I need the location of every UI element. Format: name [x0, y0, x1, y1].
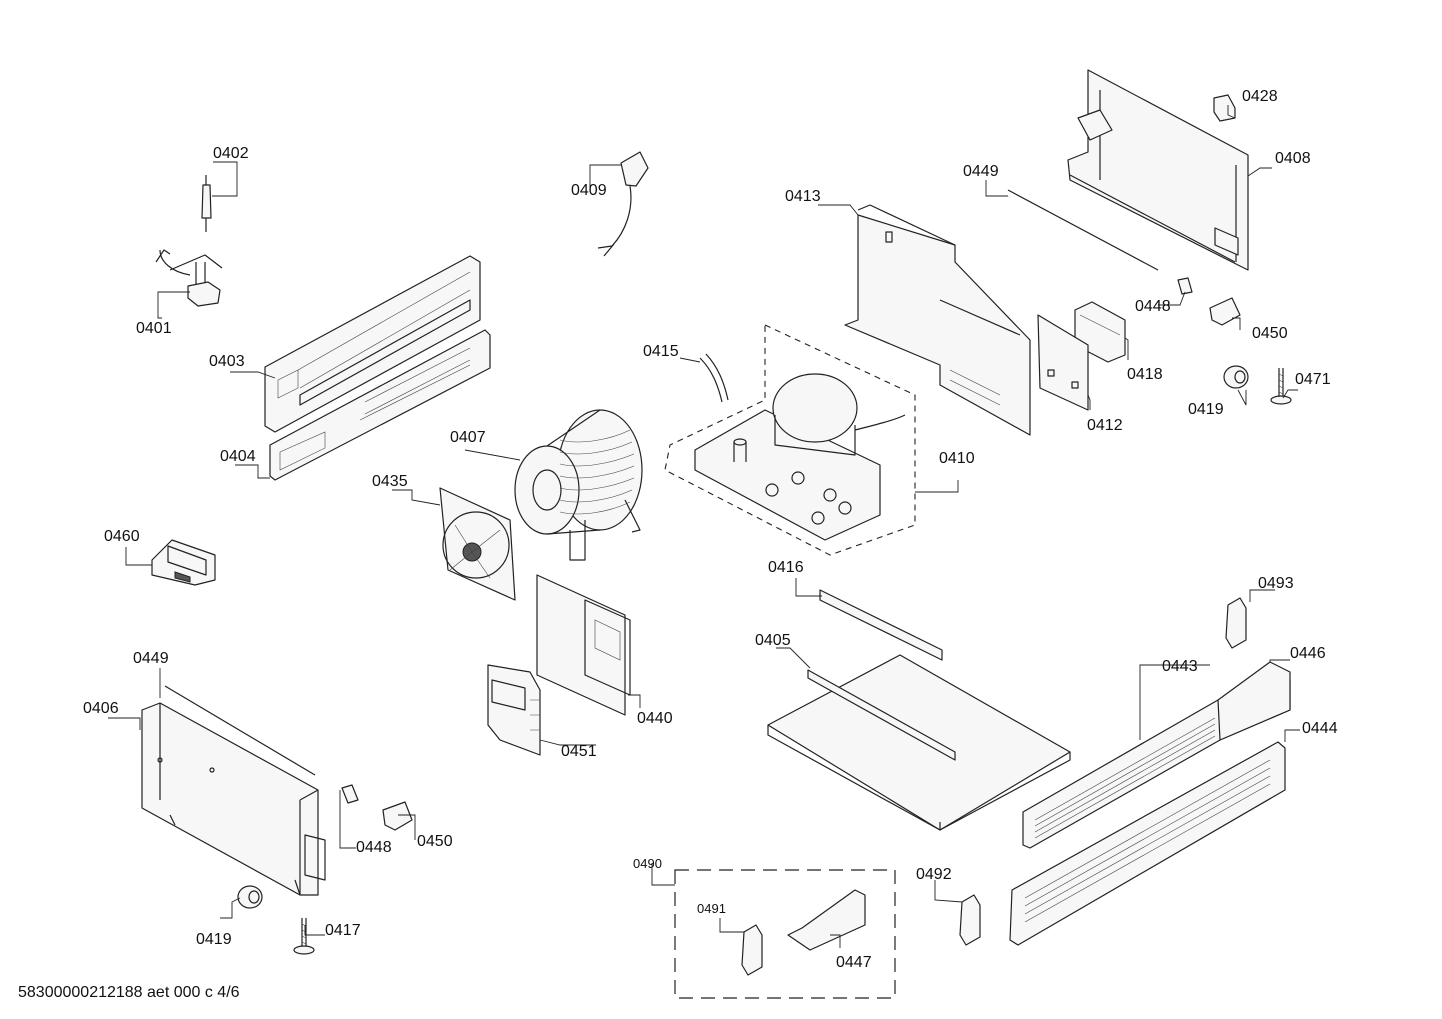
- label-0417: 0417: [325, 922, 361, 939]
- label-0448-left: 0448: [356, 839, 392, 856]
- part-0403-rear-panel: [264, 255, 481, 433]
- label-0443: 0443: [1162, 658, 1198, 675]
- part-0401-connector: [155, 249, 223, 307]
- part-0412-board: [1037, 314, 1089, 411]
- part-0450-clip-top: [1209, 297, 1241, 326]
- label-0404: 0404: [220, 448, 256, 465]
- label-0490: 0490: [633, 856, 662, 871]
- label-0412: 0412: [1087, 417, 1123, 434]
- part-0405-tray: [767, 654, 1071, 831]
- part-0407-condenser-coil: [514, 409, 643, 561]
- label-0413: 0413: [785, 188, 821, 205]
- label-0450-left: 0450: [417, 833, 453, 850]
- part-0419-roller-left: [237, 885, 263, 909]
- part-0406-side-housing: [141, 685, 326, 896]
- label-0401: 0401: [136, 320, 172, 337]
- part-0409-power-cord: [597, 151, 649, 257]
- part-0444-front-grille: [1009, 741, 1286, 946]
- label-0440: 0440: [637, 710, 673, 727]
- label-0408: 0408: [1275, 150, 1311, 167]
- drawing-number: 58300000212188 aet 000 c 4/6: [18, 984, 240, 1001]
- part-0492-clip: [959, 894, 981, 946]
- label-0492: 0492: [916, 866, 952, 883]
- label-0428: 0428: [1242, 88, 1278, 105]
- label-0407: 0407: [450, 429, 486, 446]
- leader-lines: [108, 105, 1300, 948]
- part-0435-fan: [439, 487, 516, 601]
- part-0451-power-module: [487, 664, 541, 756]
- part-0471-screw-top: [1270, 368, 1292, 405]
- label-0446: 0446: [1290, 645, 1326, 662]
- label-0449-left: 0449: [133, 650, 169, 667]
- label-0409: 0409: [571, 182, 607, 199]
- label-0419-top: 0419: [1188, 401, 1224, 418]
- part-0491-clip: [741, 924, 763, 976]
- part-0402-sensor: [201, 175, 212, 232]
- part-0419-roller-top: [1223, 365, 1249, 389]
- label-0419-left: 0419: [196, 931, 232, 948]
- part-0449-rod-top: [1007, 189, 1159, 271]
- part-0416-strip: [819, 589, 943, 661]
- label-0460: 0460: [104, 528, 140, 545]
- label-0471: 0471: [1295, 371, 1331, 388]
- label-0449-top: 0449: [963, 163, 999, 180]
- part-0410-compressor-assembly: [664, 324, 916, 556]
- part-0447-holder: [787, 889, 866, 951]
- label-0406: 0406: [83, 700, 119, 717]
- label-0415: 0415: [643, 343, 679, 360]
- part-0493-clip: [1225, 597, 1247, 649]
- label-0405: 0405: [755, 632, 791, 649]
- part-0417-screw-left: [293, 918, 315, 955]
- label-0491: 0491: [697, 901, 726, 916]
- label-0447: 0447: [836, 954, 872, 971]
- part-0448-plug-left: [341, 784, 359, 804]
- label-0450-top: 0450: [1252, 325, 1288, 342]
- part-0448-plug-top: [1177, 277, 1193, 295]
- part-0446-bracket: [1217, 661, 1291, 741]
- part-0408-top-frame: [1067, 69, 1249, 271]
- label-0403: 0403: [209, 353, 245, 370]
- label-0451: 0451: [561, 743, 597, 760]
- label-0402: 0402: [213, 145, 249, 162]
- label-0416: 0416: [768, 559, 804, 576]
- label-0493: 0493: [1258, 575, 1294, 592]
- label-0418: 0418: [1127, 366, 1163, 383]
- part-0404-lower-panel: [269, 329, 491, 481]
- label-0444: 0444: [1302, 720, 1338, 737]
- part-0490-kit: [674, 869, 896, 999]
- label-0410: 0410: [939, 450, 975, 467]
- part-0450-clip-left: [382, 801, 413, 831]
- label-0448-top: 0448: [1135, 298, 1171, 315]
- part-0413-bracket: [844, 204, 1031, 436]
- label-0435: 0435: [372, 473, 408, 490]
- part-0440-control-board: [536, 574, 631, 716]
- part-0415-tube: [699, 353, 729, 403]
- part-0460-module: [151, 539, 216, 586]
